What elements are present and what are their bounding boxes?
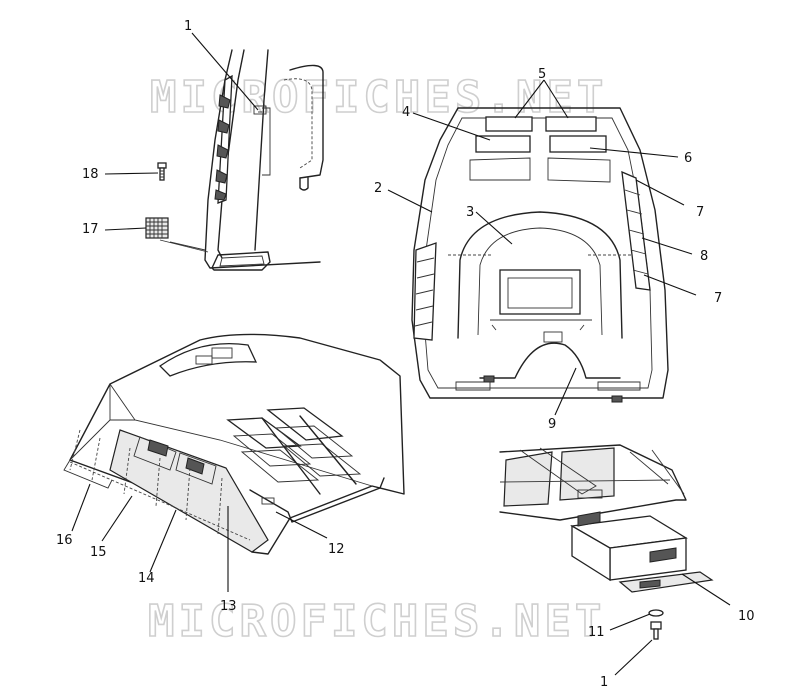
callout-9: 9 — [548, 417, 556, 432]
leader-lines — [71, 32, 731, 676]
callout-2: 2 — [374, 181, 382, 196]
callout-10: 10 — [738, 609, 755, 624]
callout-labels: 1 2 3 4 5 6 7 8 7 9 10 11 1 12 13 14 15 … — [56, 19, 755, 690]
hood-top-view — [411, 107, 669, 403]
callout-12: 12 — [328, 542, 345, 557]
callout-15: 15 — [90, 545, 107, 560]
bracket-assembly — [499, 444, 714, 640]
callout-3: 3 — [466, 205, 474, 220]
screw-18 — [157, 162, 167, 181]
callout-5: 5 — [538, 67, 546, 82]
callout-7-upper: 7 — [696, 205, 704, 220]
callout-14: 14 — [138, 571, 155, 586]
callout-11: 11 — [588, 625, 605, 640]
side-panel-detail — [159, 49, 324, 271]
callout-13: 13 — [220, 599, 237, 614]
callout-8: 8 — [700, 249, 708, 264]
watermark-bottom: MICROFICHES.NET — [148, 596, 605, 647]
callout-18: 18 — [82, 167, 99, 182]
callout-1-top: 1 — [184, 19, 192, 34]
callout-16: 16 — [56, 533, 73, 548]
callout-17: 17 — [82, 222, 99, 237]
callout-6: 6 — [684, 151, 692, 166]
grille-17 — [145, 217, 169, 239]
callout-7-lower: 7 — [714, 291, 722, 306]
callout-1-bottom: 1 — [600, 675, 608, 690]
callout-4: 4 — [402, 105, 410, 120]
